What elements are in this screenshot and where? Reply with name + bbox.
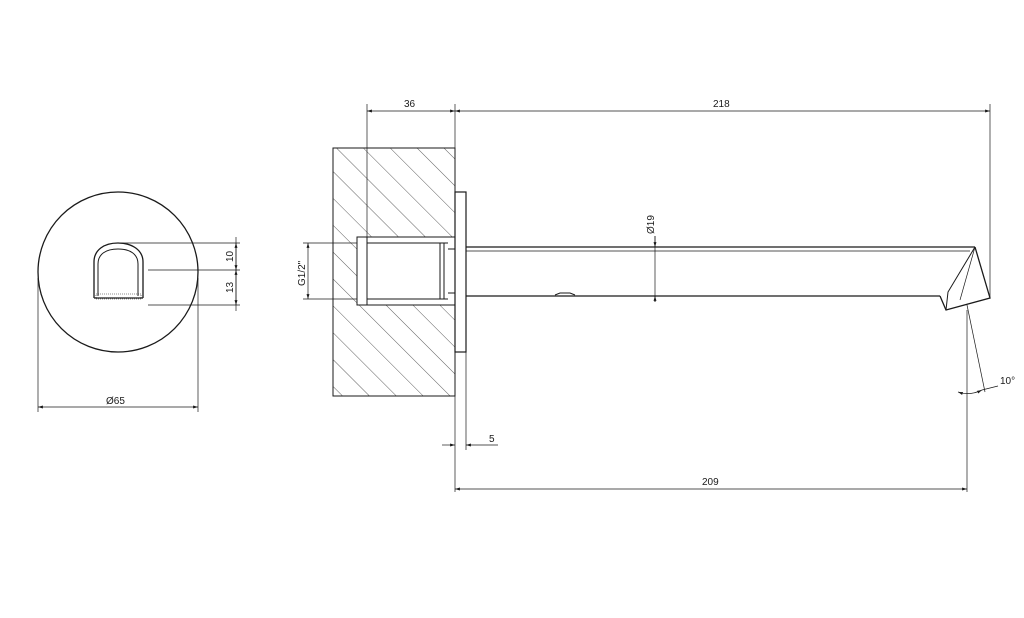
front-dim-upper: 10 (225, 250, 236, 262)
dim-spout-length: 218 (713, 99, 730, 110)
dim-thread-label: G1/2" (297, 260, 308, 286)
side-view: 36 218 Ø19 G1/2" 5 209 10° (297, 99, 1015, 492)
wall-plate-circle (37, 191, 199, 353)
dim-projection: 209 (702, 477, 719, 488)
spout-outlet (93, 242, 144, 300)
front-dim-lower: 13 (225, 281, 236, 293)
thread-insert (356, 236, 456, 306)
wall-flange (454, 191, 467, 353)
dim-pipe-diameter: Ø19 (646, 215, 657, 234)
dim-wall-depth: 36 (404, 99, 416, 110)
dim-angle: 10° (1000, 376, 1015, 387)
front-diameter-label: Ø65 (106, 396, 125, 407)
dim-flange-thickness: 5 (489, 434, 495, 445)
front-view: 10 13 Ø65 (37, 191, 240, 412)
spout-pipe (466, 246, 991, 311)
